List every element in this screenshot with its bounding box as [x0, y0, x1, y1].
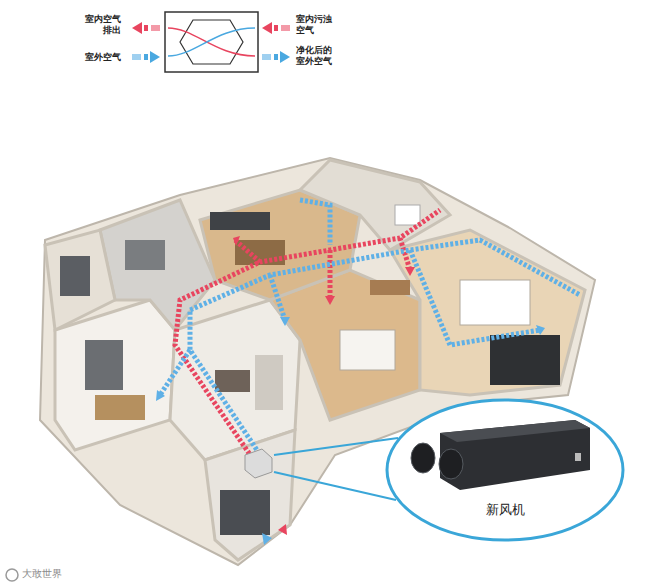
window [490, 335, 560, 385]
exhaust-arrow [132, 22, 142, 34]
dining-table [95, 395, 145, 420]
exhaust-duct [328, 250, 333, 300]
watermark-logo [6, 569, 18, 581]
exchanger-core [180, 20, 243, 64]
duct-port [439, 449, 463, 479]
exhaust-duct [175, 210, 440, 462]
flow-label: 净化后的 室外空气 [296, 45, 335, 68]
vent-arrow [405, 267, 415, 276]
flow-label: 室外空气 [82, 52, 121, 63]
fresh-flow [168, 28, 255, 56]
kitchen [100, 200, 215, 330]
window [210, 212, 270, 230]
vent-arrow [156, 390, 165, 401]
window [125, 240, 165, 270]
fresh-duct [300, 200, 330, 245]
unit-label-plate [575, 453, 581, 461]
outlet-arrow [278, 524, 287, 535]
duct-port [411, 443, 435, 473]
unit-top [440, 420, 590, 442]
stale-arrow [262, 22, 272, 34]
exhaust-arrow [151, 25, 160, 31]
fresh-duct [410, 250, 540, 345]
callout-leader [274, 472, 396, 500]
clean-arrow [280, 51, 290, 63]
callout-node: 新风机 [385, 398, 625, 542]
exchanger-box [165, 12, 258, 72]
vent-arrow [233, 236, 240, 246]
indoor-unit [245, 449, 272, 478]
wardrobe [370, 280, 410, 295]
bed [340, 330, 395, 370]
clean-arrow [274, 54, 278, 60]
vent-arrow [280, 317, 290, 326]
coffee-table [215, 370, 250, 392]
clean-arrow [262, 54, 271, 60]
balcony [45, 230, 115, 330]
flow-label: 室内污浊 空气 [296, 14, 335, 37]
watermark: 大敢世界 [22, 568, 82, 581]
window [220, 490, 270, 535]
floor-plate [40, 158, 595, 565]
bathroom [300, 160, 450, 250]
door [85, 340, 123, 390]
fresh-duct [160, 350, 190, 395]
fresh-arrow [144, 54, 148, 60]
exchanger-schematic [132, 12, 290, 72]
exhaust-duct [235, 240, 260, 262]
house-floor [40, 158, 595, 565]
entrance [205, 430, 295, 560]
device-name: 新风机 [486, 501, 525, 519]
window [60, 256, 90, 296]
stale-arrow [281, 25, 290, 31]
sofa [255, 355, 283, 410]
stale-arrow [274, 25, 278, 31]
fresh-arrow [132, 54, 141, 60]
unit-body [440, 420, 590, 490]
flow-label: 室内空气 排出 [82, 14, 121, 37]
exhaust-flow [168, 28, 255, 56]
exhaust-arrow [144, 25, 148, 31]
master-bedroom [390, 230, 585, 395]
fresh-duct [270, 275, 285, 320]
vent-arrow [536, 325, 545, 335]
inlet-arrow [262, 533, 272, 545]
fresh-air-unit [411, 420, 590, 490]
callout-outline [385, 398, 625, 542]
callout-ellipse [387, 400, 623, 540]
fresh-arrow [150, 51, 160, 63]
bed [460, 280, 530, 325]
callout-leader [274, 438, 398, 455]
vent-arrow [325, 296, 335, 305]
bathtub [395, 205, 420, 225]
